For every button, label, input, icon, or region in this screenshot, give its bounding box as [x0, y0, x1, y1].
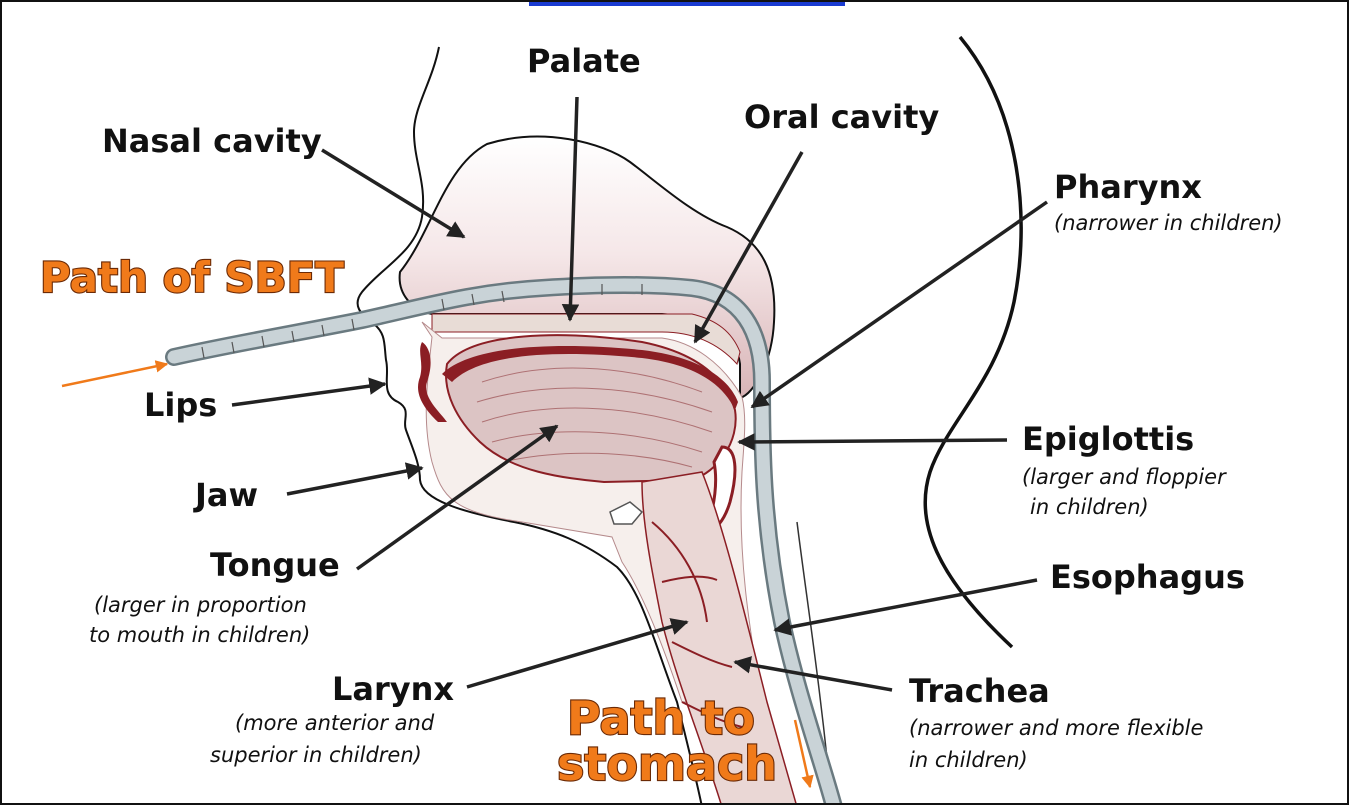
label-tongue-note-1: (larger in proportion — [94, 593, 307, 617]
label-tongue: Tongue — [210, 546, 340, 584]
jaw-pointer — [287, 468, 422, 494]
pharynx-pointer — [752, 202, 1047, 407]
sbft-direction-arrow — [62, 364, 167, 386]
top-banner — [529, 2, 845, 6]
label-trachea-note-2: in children) — [909, 748, 1028, 772]
label-epiglottis-note-1: (larger and floppier — [1022, 465, 1227, 489]
label-pharynx-note: (narrower in children) — [1054, 211, 1283, 235]
label-lips: Lips — [144, 386, 217, 424]
label-jaw: Jaw — [193, 476, 258, 514]
label-epiglottis-note-2: in children) — [1030, 495, 1149, 519]
label-stomach: stomach — [557, 737, 777, 791]
label-tongue-note-2: to mouth in children) — [89, 623, 310, 647]
label-larynx-note-2: superior in children) — [210, 743, 422, 767]
label-trachea: Trachea — [909, 672, 1050, 710]
epiglottis-pointer — [739, 440, 1007, 442]
esophagus-pointer — [775, 580, 1037, 630]
label-path-of-sbft: Path of SBFT — [40, 253, 344, 302]
label-palate: Palate — [527, 42, 641, 80]
label-epiglottis: Epiglottis — [1022, 420, 1194, 458]
label-pharynx: Pharynx — [1054, 168, 1202, 206]
label-esophagus: Esophagus — [1050, 558, 1245, 596]
larynx-pointer — [467, 622, 687, 687]
label-larynx: Larynx — [332, 670, 454, 708]
label-larynx-note-1: (more anterior and — [235, 711, 435, 735]
label-trachea-note-1: (narrower and more flexible — [909, 716, 1203, 740]
lips-pointer — [232, 384, 385, 405]
label-oral-cavity: Oral cavity — [744, 98, 939, 136]
back-of-head-line — [925, 37, 1021, 647]
label-nasal-cavity: Nasal cavity — [102, 122, 322, 160]
